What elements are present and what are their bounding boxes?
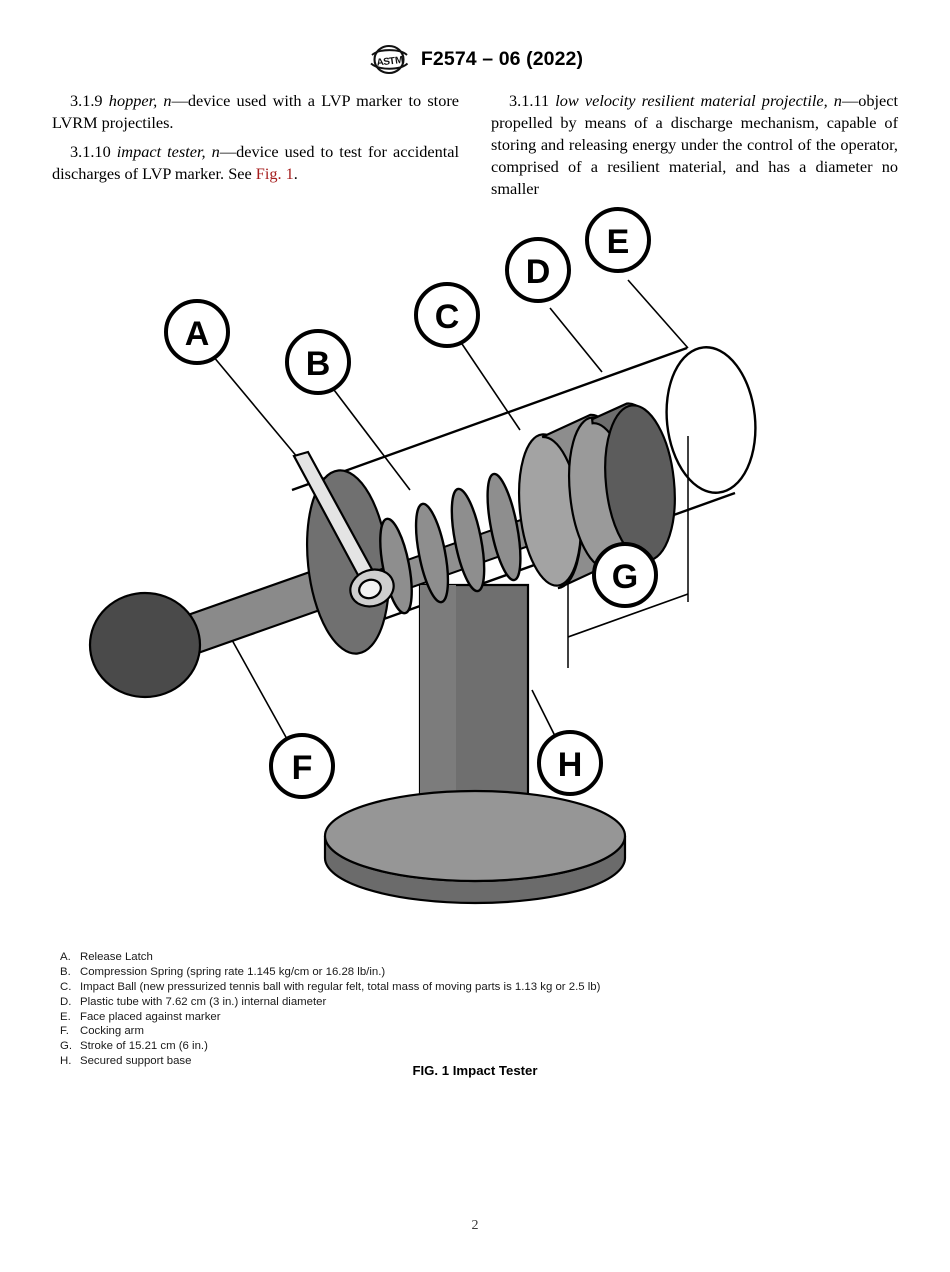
legend-item: C. Impact Ball (new pressurized tennis b… xyxy=(60,980,900,995)
figure-1-link[interactable]: Fig. 1 xyxy=(255,163,294,183)
release-latch xyxy=(292,450,395,608)
page-header: A S T M F2574 – 06 (2022) xyxy=(0,44,950,75)
definition-number: 3.1.11 xyxy=(509,91,550,110)
callout-c-label: C xyxy=(435,298,460,336)
standard-designation: F2574 – 06 (2022) xyxy=(420,48,584,70)
support-column xyxy=(418,583,530,832)
figure-caption: FIG. 1 Impact Tester xyxy=(412,1063,538,1078)
callout-g-label: G xyxy=(612,558,638,596)
definition-3-1-11: 3.1.11 low velocity resilient material p… xyxy=(491,90,898,200)
definition-text: —device used to test for accidental disc… xyxy=(52,141,460,183)
definition-3-1-10: 3.1.10 impact tester, n—device used to t… xyxy=(52,141,459,185)
impact-ball-assembly xyxy=(518,402,676,590)
body-columns: 3.1.9 hopper, n—device used with a LVP m… xyxy=(52,90,898,200)
legend-key: C. xyxy=(60,980,72,993)
callout-h[interactable]: H xyxy=(537,730,603,796)
support-base xyxy=(323,789,627,905)
legend-text: Impact Ball (new pressurized tennis ball… xyxy=(80,980,601,993)
callout-c[interactable]: C xyxy=(414,282,480,348)
legend-text: Secured support base xyxy=(80,1055,192,1068)
callout-d-label: D xyxy=(526,253,551,291)
callout-a[interactable]: A xyxy=(164,299,230,365)
definition-term: impact tester, n xyxy=(116,141,220,161)
legend-text: Face placed against marker xyxy=(80,1010,221,1023)
svg-text:T: T xyxy=(388,56,396,68)
callout-e-label: E xyxy=(607,223,630,261)
svg-text:S: S xyxy=(383,56,391,68)
callout-d[interactable]: D xyxy=(505,237,571,303)
callout-b-label: B xyxy=(306,345,331,383)
legend-key: A. xyxy=(60,951,71,963)
legend-item: A. Release Latch xyxy=(60,950,900,965)
legend-text: Stroke of 15.21 cm (6 in.) xyxy=(80,1040,208,1053)
definition-3-1-9: 3.1.9 hopper, n—device used with a LVP m… xyxy=(52,90,459,134)
legend-text: Cocking arm xyxy=(80,1025,144,1038)
legend-key: H. xyxy=(60,1055,72,1068)
figure-1: A B C D E F xyxy=(0,190,950,950)
legend-item: H. Secured support base xyxy=(60,1054,900,1069)
svg-text:M: M xyxy=(394,55,404,67)
definition-number: 3.1.10 xyxy=(70,141,111,161)
definition-text-tail: . xyxy=(293,163,298,183)
callout-h-label: H xyxy=(558,746,583,784)
legend-text: Compression Spring (spring rate 1.145 kg… xyxy=(80,965,386,978)
callout-f-label: F xyxy=(292,749,313,787)
callout-a-label: A xyxy=(185,315,210,353)
callout-e[interactable]: E xyxy=(585,207,651,273)
legend-key: D. xyxy=(60,995,72,1008)
impact-tester-illustration: A B C D E F xyxy=(88,207,757,905)
page-number: 2 xyxy=(471,1218,479,1233)
definition-number: 3.1.9 xyxy=(70,91,103,110)
callout-group: A B C D E F xyxy=(164,207,658,799)
legend-key: G. xyxy=(60,1040,73,1053)
legend-key: E. xyxy=(60,1010,71,1023)
legend-item: G. Stroke of 15.21 cm (6 in.) xyxy=(60,1039,900,1054)
legend-key: F. xyxy=(60,1025,69,1038)
figure-legend: A. Release Latch B. Compression Spring (… xyxy=(60,950,900,1069)
legend-item: F. Cocking arm xyxy=(60,1024,900,1039)
legend-item: B. Compression Spring (spring rate 1.145… xyxy=(60,965,900,980)
svg-text:A: A xyxy=(376,57,385,69)
right-column: 3.1.11 low velocity resilient material p… xyxy=(491,90,898,200)
definition-text: —object propelled by means of a discharg… xyxy=(491,91,898,198)
legend-text: Release Latch xyxy=(80,951,153,963)
definition-term: hopper, n xyxy=(108,91,172,110)
left-column: 3.1.9 hopper, n—device used with a LVP m… xyxy=(52,90,459,200)
astm-logo-icon: A S T M xyxy=(370,44,409,75)
legend-item: D. Plastic tube with 7.62 cm (3 in.) int… xyxy=(60,995,900,1010)
legend-key: B. xyxy=(60,965,71,978)
legend-text: Plastic tube with 7.62 cm (3 in.) intern… xyxy=(80,995,327,1008)
legend-item: E. Face placed against marker xyxy=(60,1010,900,1025)
callout-f[interactable]: F xyxy=(269,733,335,799)
definition-text: —device used with a LVP marker to store … xyxy=(52,91,459,132)
callout-g[interactable]: G xyxy=(592,542,658,608)
callout-b[interactable]: B xyxy=(285,329,351,395)
definition-term: low velocity resilient material projecti… xyxy=(555,91,842,110)
